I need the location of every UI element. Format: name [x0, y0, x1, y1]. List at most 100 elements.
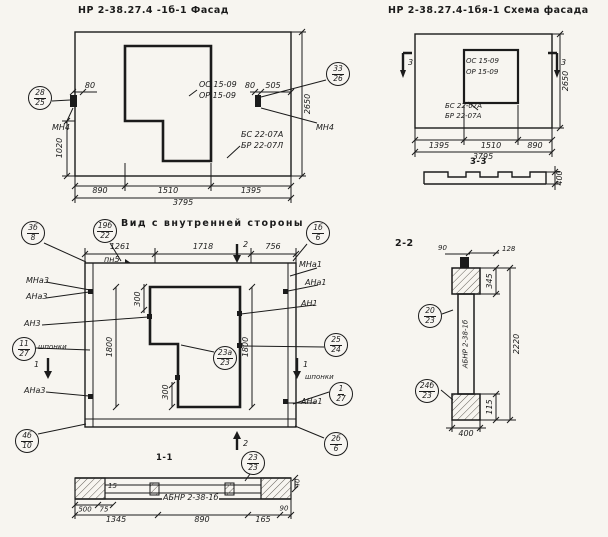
- dim-1345: 1345: [105, 515, 127, 524]
- callout-num: 24б: [418, 380, 436, 392]
- section-2-2-title: 2-2: [395, 238, 414, 249]
- callout-num: 3б: [27, 222, 39, 234]
- section-mark-3-left: 3: [408, 58, 414, 67]
- label-ana1: АНа1: [305, 278, 327, 287]
- dim-300-bottom: 300: [161, 384, 170, 400]
- dim-15: 15: [108, 482, 117, 490]
- label-mna3: МНа3: [26, 276, 49, 285]
- callout-sheet: 27: [19, 348, 29, 358]
- callout-sheet: 23: [220, 357, 230, 367]
- dim-80-left: 80: [84, 81, 96, 90]
- callout-num: 33: [332, 63, 344, 75]
- callout-23-23: 23 23: [241, 451, 265, 475]
- label-an1: АН1: [301, 299, 318, 308]
- dim-890-section: 890: [194, 515, 210, 524]
- dim-345: 345: [485, 273, 494, 289]
- dim-90-section22: 90: [438, 244, 447, 252]
- callout-sheet: 23: [425, 315, 435, 325]
- label-abnr-1-1: АБНР 2-38-1б: [162, 493, 220, 502]
- callout-sheet: 6: [333, 443, 339, 453]
- label-os-scheme: ОС 15-09: [466, 57, 499, 65]
- label-shponki-right: шпонки: [305, 373, 334, 381]
- dim-115: 115: [485, 399, 494, 415]
- dim-3795-scheme: 3795: [472, 152, 494, 161]
- callout-num: 25: [330, 334, 342, 346]
- dim-2220: 2220: [512, 333, 521, 355]
- facade-opening: [123, 44, 213, 163]
- section-mark-2-top: 2: [243, 240, 249, 249]
- callout-28-25: 28 25: [28, 86, 52, 110]
- inner-view-title: Вид с внутренней стороны: [121, 218, 305, 229]
- callout-sheet: 10: [22, 440, 32, 450]
- callout-sheet: 23: [248, 462, 258, 472]
- label-bs-22-07a: БС 22-07А: [241, 130, 284, 139]
- dim-80-right: 80: [244, 81, 256, 90]
- section-1-1-geometry: [71, 473, 299, 519]
- dim-890-scheme: 890: [527, 141, 543, 150]
- dim-90-section11: 90: [279, 504, 289, 513]
- callout-num: 20: [424, 305, 436, 317]
- callout-sheet: 27: [336, 393, 346, 403]
- label-or-scheme: ОР 15-09: [466, 68, 499, 76]
- label-os-15-09: ОС 15-09: [199, 80, 237, 89]
- section-mark-3-right: 3: [561, 58, 567, 67]
- section-3-3-title: 3-3: [470, 157, 487, 167]
- callout-sheet: 25: [35, 97, 45, 107]
- section-mark-1-left: 1: [34, 360, 40, 369]
- callout-num: 1б: [312, 222, 324, 234]
- dim-1800-left: 1800: [105, 336, 114, 358]
- dim-756: 756: [265, 242, 281, 251]
- facade-title: НР 2-38.27.4 -1б-1 Фасад: [78, 5, 229, 16]
- section-mark-2-bottom: 2: [243, 439, 249, 448]
- callout-num: 4б: [21, 430, 33, 442]
- dim-1395-scheme: 1395: [428, 141, 450, 150]
- dim-2650-scheme: 2650: [561, 70, 570, 92]
- label-or-15-09: ОР 15-09: [199, 91, 236, 100]
- dim-1510: 1510: [157, 186, 179, 195]
- label-abnr-2-2: АБНР 2-38-1б: [461, 319, 470, 369]
- inner-panel-outline: [84, 262, 297, 428]
- dim-1395: 1395: [240, 186, 262, 195]
- label-bs-scheme: БС 22-07А: [445, 102, 483, 110]
- dim-300-top: 300: [133, 291, 142, 307]
- label-ana3: АНа3: [26, 292, 48, 301]
- section-mark-1-right: 1: [303, 360, 309, 369]
- dim-128: 128: [502, 245, 516, 253]
- callout-sheet: 22: [100, 230, 110, 240]
- dim-500: 500: [78, 505, 92, 514]
- scheme-title: НР 2-38.27.4-1бя-1 Схема фасада: [388, 5, 589, 16]
- callout-num: 23: [247, 452, 259, 464]
- callout-num: 23а: [216, 347, 234, 359]
- scheme-panel-outline: [414, 33, 553, 129]
- callout-num: 1: [337, 383, 345, 395]
- inner-view-geometry: [35, 242, 330, 450]
- callout-num: 2б: [330, 433, 342, 445]
- dim-75: 75: [99, 505, 109, 514]
- label-mna1: МНа1: [299, 260, 322, 269]
- anchor-mark-right: [255, 95, 261, 107]
- dim-400-section22: 400: [458, 429, 474, 438]
- dim-2650-facade: 2650: [303, 93, 312, 115]
- callout-33-26: 33 26: [326, 62, 350, 86]
- callout-sheet: 6: [315, 232, 321, 242]
- label-an3: АН3: [24, 319, 41, 328]
- callout-num: 28: [34, 87, 46, 99]
- anchor-mark-left: [70, 95, 77, 107]
- label-pn5: пн5: [104, 255, 120, 264]
- dim-505: 505: [265, 81, 281, 90]
- callout-20-23: 20 23: [418, 304, 442, 328]
- label-br-22-07l: БР 22-07Л: [241, 141, 284, 150]
- facade-geometry: [51, 28, 327, 203]
- callout-num: 19б: [96, 220, 114, 232]
- callout-num: 11: [18, 338, 30, 350]
- label-br-scheme: БР 22-07А: [445, 112, 482, 120]
